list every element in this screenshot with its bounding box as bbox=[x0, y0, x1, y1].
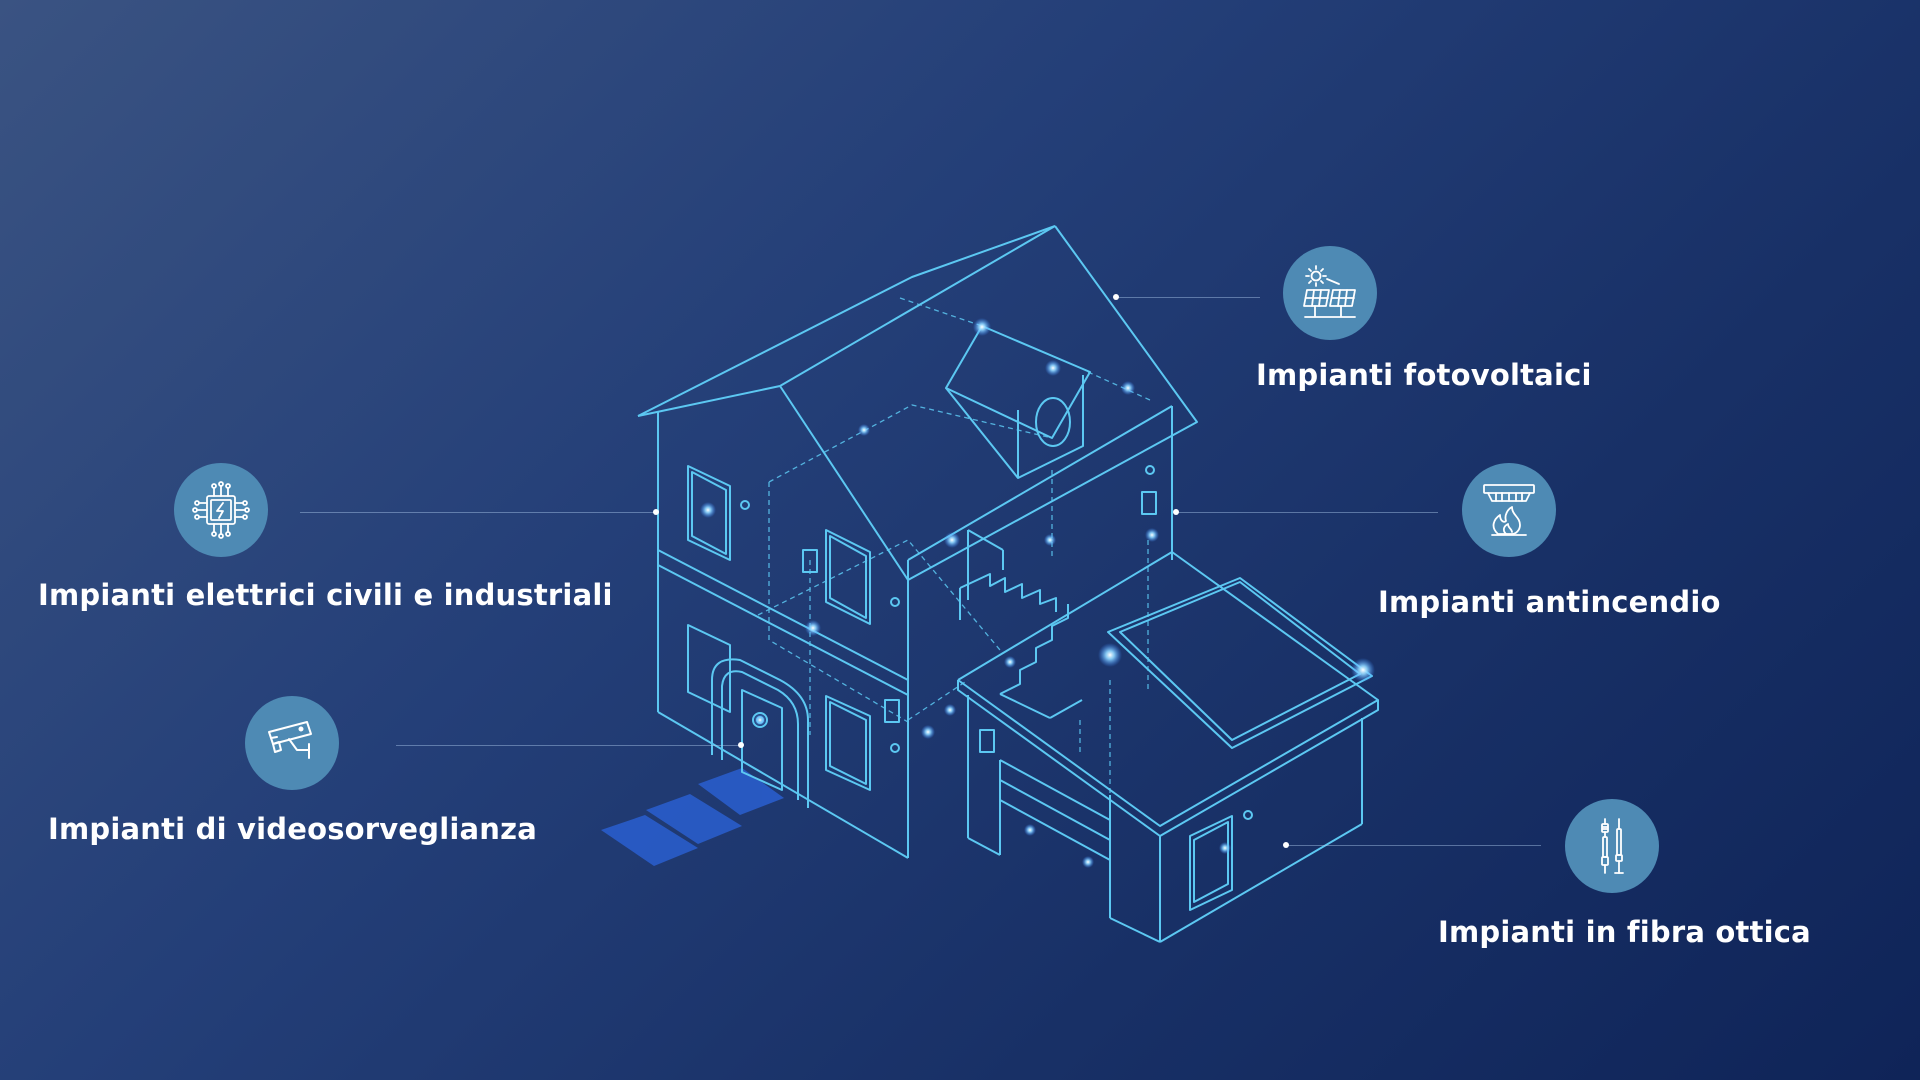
glow-points bbox=[700, 318, 1375, 868]
annex-building bbox=[957, 551, 1379, 943]
fire-detector-icon bbox=[1462, 463, 1556, 557]
dormer-window bbox=[945, 325, 1091, 479]
solar-panel-icon bbox=[1283, 246, 1377, 340]
anchor-dot-photovoltaic bbox=[1113, 294, 1119, 300]
label-electrical: Impianti elettrici civili e industriali bbox=[38, 578, 613, 612]
walkway-stripes bbox=[601, 768, 784, 866]
connector-fire bbox=[1176, 512, 1438, 513]
label-fiber: Impianti in fibra ottica bbox=[1438, 915, 1811, 949]
connector-photovoltaic bbox=[1116, 297, 1260, 298]
fiber-optic-icon bbox=[1565, 799, 1659, 893]
circuit-chip-icon bbox=[174, 463, 268, 557]
connector-fiber bbox=[1286, 845, 1541, 846]
connector-electrical bbox=[300, 512, 656, 513]
anchor-dot-fire bbox=[1173, 509, 1179, 515]
security-camera-icon bbox=[245, 696, 339, 790]
label-photovoltaic: Impianti fotovoltaici bbox=[1256, 358, 1592, 392]
anchor-dot-electrical bbox=[653, 509, 659, 515]
main-roof bbox=[637, 225, 1198, 581]
anchor-dot-cctv bbox=[738, 742, 744, 748]
connector-cctv bbox=[396, 745, 741, 746]
upper-windows bbox=[687, 465, 1155, 625]
staircase bbox=[959, 529, 1083, 719]
wall-devices bbox=[802, 491, 1157, 753]
lower-windows bbox=[687, 624, 900, 791]
anchor-dot-fiber bbox=[1283, 842, 1289, 848]
label-cctv: Impianti di videosorveglianza bbox=[48, 812, 537, 846]
label-fire: Impianti antincendio bbox=[1378, 585, 1721, 619]
